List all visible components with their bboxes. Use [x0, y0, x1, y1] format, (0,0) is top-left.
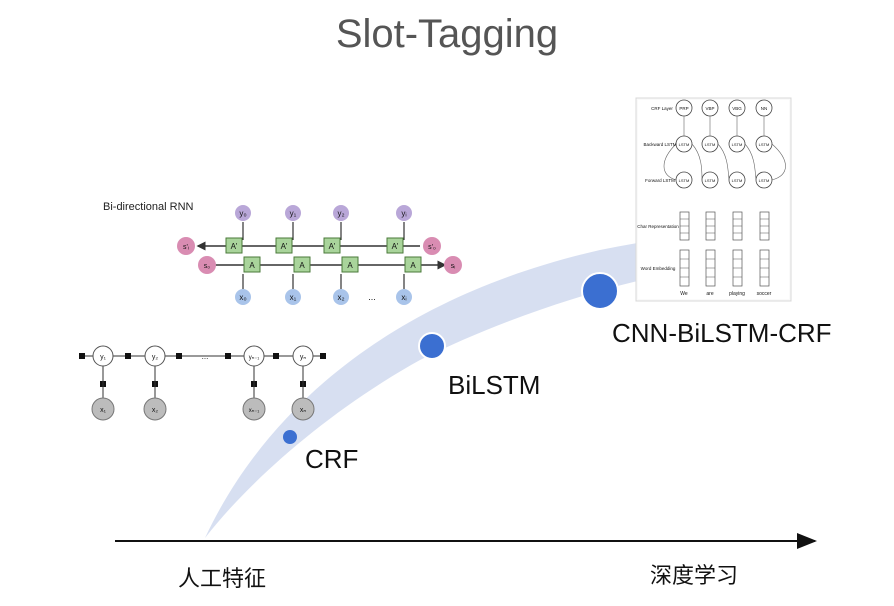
axis-right-label: 深度学习	[650, 564, 739, 589]
axis-left-label: 人工特征	[178, 567, 267, 592]
cnn-tag-2: VBG	[732, 106, 742, 111]
stage-dot-cnn-bilstm-crf	[581, 272, 619, 310]
rnn-y2: y₂	[337, 209, 344, 218]
rnn-cell-fwd-1: A	[299, 261, 305, 270]
rnn-xi: xᵢ	[401, 293, 406, 302]
rnn-cell-back-1: A'	[281, 242, 288, 251]
cnn-bwd-1: LSTM	[705, 142, 716, 147]
cnn-bwd-0: LSTM	[679, 142, 690, 147]
stage-label-crf: CRF	[305, 444, 359, 474]
crf-xn: xₙ	[300, 407, 307, 414]
crf-x2: x₂	[152, 407, 159, 414]
stage-label-cnn-bilstm-crf: CNN-BiLSTM-CRF	[612, 318, 832, 348]
cnn-bwd-2: LSTM	[732, 142, 743, 147]
cnn-bwd-3: LSTM	[759, 142, 770, 147]
cnn-layer-char: Char Representation	[637, 224, 679, 229]
cnn-fwd-0: LSTM	[679, 178, 690, 183]
rnn-cell-fwd-0: A	[249, 261, 255, 270]
cnn-tag-3: NN	[761, 106, 768, 111]
crf-yn: yₙ	[300, 354, 307, 361]
cnn-fwd-3: LSTM	[759, 178, 770, 183]
rnn-x0: x₀	[239, 293, 246, 302]
slide-title: Slot-Tagging	[335, 12, 559, 56]
cnn-bilstm-crf-figure	[635, 97, 792, 302]
rnn-state-2: s'₀	[428, 244, 436, 251]
cnn-fwd-1: LSTM	[705, 178, 716, 183]
bi-rnn-caption: Bi-directional RNN	[103, 201, 194, 213]
rnn-y0: y₀	[239, 209, 246, 218]
crf-xn1: xₙ₋₁	[249, 408, 260, 414]
crf-ellipsis: ...	[202, 352, 209, 361]
rnn-cell-fwd-2: A	[347, 261, 353, 270]
stage-label-bilstm: BiLSTM	[448, 370, 541, 400]
rnn-state-0: s'ᵢ	[183, 244, 189, 251]
crf-x1: x₁	[100, 407, 107, 414]
rnn-cell-fwd-3: A	[410, 261, 416, 270]
bi-rnn-figure	[177, 205, 462, 305]
rnn-cell-back-3: A'	[392, 242, 399, 251]
cnn-word-3: soccer	[757, 291, 772, 297]
stage-dot-crf	[283, 430, 297, 444]
stage-dot-bilstm	[418, 332, 446, 360]
cnn-word-0: We	[680, 291, 688, 297]
cnn-layer-crf: CRF Layer	[651, 106, 673, 111]
rnn-x2: x₂	[337, 293, 344, 302]
rnn-yi: yᵢ	[401, 209, 406, 218]
rnn-ellipsis: ...	[368, 292, 376, 302]
cnn-layer-forward: Forward LSTM	[645, 178, 675, 183]
cnn-layer-word: Word Embedding	[641, 266, 676, 271]
cnn-tag-1: VBP	[705, 106, 714, 111]
rnn-cell-back-0: A'	[231, 242, 238, 251]
cnn-tag-0: PRP	[679, 106, 688, 111]
crf-y1: y₁	[100, 354, 107, 361]
rnn-state-3: sᵢ	[451, 263, 456, 270]
rnn-y1: y₁	[290, 209, 297, 218]
crf-y2: y₂	[152, 354, 159, 361]
crf-yn1: yₙ₋₁	[249, 355, 260, 361]
cnn-fwd-2: LSTM	[732, 178, 743, 183]
crf-chain-figure	[79, 345, 326, 421]
rnn-state-1: s₀	[204, 263, 211, 270]
cnn-word-1: are	[706, 291, 713, 297]
rnn-x1: x₁	[290, 293, 297, 302]
rnn-cell-back-2: A'	[329, 242, 336, 251]
cnn-layer-backward: Backward LSTM	[643, 142, 676, 147]
cnn-word-2: playing	[729, 291, 745, 297]
